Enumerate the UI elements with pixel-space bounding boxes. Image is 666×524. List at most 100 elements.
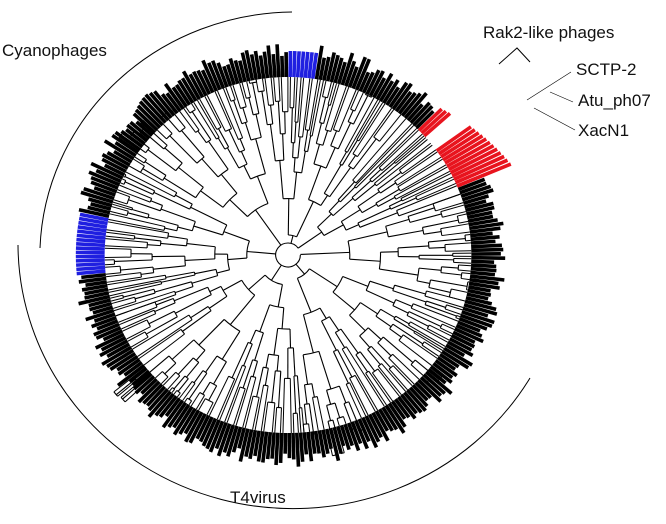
tree-branch — [280, 160, 283, 198]
tree-branch — [209, 386, 217, 401]
tree-branch — [281, 77, 282, 112]
leaf-bar — [301, 52, 303, 78]
tree-branch — [454, 262, 472, 263]
leaf-bar — [76, 264, 105, 265]
tree-branch — [341, 329, 358, 353]
sctp2-leader — [527, 72, 571, 100]
tree-branch — [337, 418, 339, 425]
tree-arc — [269, 105, 274, 106]
tree-branch — [217, 379, 234, 419]
tree-branch — [256, 210, 281, 245]
tree-branch — [297, 376, 300, 408]
tree-arc — [461, 273, 462, 279]
tree-branch — [240, 139, 245, 150]
tree-branch — [407, 315, 429, 326]
tree-arc — [313, 397, 318, 398]
tree-branch — [319, 351, 331, 389]
tree-branch — [457, 315, 460, 316]
tree-branch — [199, 319, 224, 345]
tree-branch — [358, 208, 390, 223]
tree-branch — [226, 88, 231, 102]
tree-branch — [274, 328, 278, 355]
tree-arc — [268, 402, 275, 403]
tree-arc — [394, 162, 395, 163]
tree-arc — [344, 402, 349, 404]
tree-branch — [296, 264, 305, 274]
tree-branch — [145, 162, 166, 176]
leaf-bar — [304, 432, 306, 454]
tree-branch — [417, 281, 430, 284]
tree-branch — [309, 404, 313, 434]
leaf-bar — [76, 248, 105, 249]
tree-arc — [425, 291, 426, 296]
leaf-bar — [76, 240, 105, 242]
tree-branch — [178, 167, 203, 187]
tree-branch — [359, 103, 383, 141]
tree-branch — [223, 280, 242, 290]
tree-arc — [320, 123, 324, 124]
tree-arc — [141, 273, 142, 277]
tree-arc — [242, 280, 255, 295]
atu-label: Atu_ph07 — [578, 92, 651, 109]
tree-branch — [316, 123, 321, 144]
tree-branch — [278, 285, 282, 307]
tree-arc — [394, 196, 396, 199]
tree-arc — [411, 360, 415, 365]
tree-branch — [308, 136, 311, 152]
tree-branch — [126, 327, 150, 340]
tree-branch — [245, 123, 251, 140]
tree-branch — [294, 172, 297, 199]
tree-branch — [192, 276, 218, 284]
tree-branch — [195, 269, 216, 273]
tree-branch — [148, 150, 176, 171]
tree-arc — [162, 371, 168, 376]
tree-branch — [118, 307, 157, 322]
tree-arc — [223, 225, 227, 235]
tree-branch — [312, 80, 323, 136]
leaf-bar — [471, 245, 502, 246]
tree-branch — [379, 269, 418, 275]
tree-branch — [414, 333, 443, 351]
tree-branch — [271, 265, 281, 280]
tree-branch — [266, 354, 269, 368]
leaf-bar — [272, 432, 274, 458]
xacn1-label: XacN1 — [578, 122, 629, 139]
tree-branch — [175, 295, 211, 314]
tree-branch — [201, 191, 224, 208]
tree-branch — [293, 413, 294, 433]
tree-branch — [207, 403, 213, 415]
tree-arc — [309, 200, 321, 206]
tree-arc — [323, 97, 328, 98]
tree-branch — [105, 246, 147, 248]
tree-branch — [260, 305, 270, 332]
tree-branch — [283, 134, 284, 160]
tree-branch — [264, 402, 268, 431]
tree-branch — [299, 408, 301, 433]
tree-arc — [242, 122, 247, 124]
tree-branch — [120, 267, 153, 270]
tree-branch — [174, 376, 185, 389]
tree-branch — [275, 407, 277, 432]
tree-arc — [449, 289, 451, 297]
tree-branch — [141, 273, 154, 275]
tree-branch — [297, 278, 311, 312]
tree-arc — [224, 319, 240, 331]
tree-branch — [303, 315, 313, 353]
tree-branch — [372, 373, 392, 401]
tree-arc — [238, 138, 242, 140]
tree-branch — [168, 236, 187, 239]
tree-branch — [303, 355, 307, 385]
tree-arc — [328, 105, 330, 106]
leaf-bar — [471, 241, 496, 243]
tree-branch — [393, 306, 408, 313]
sctp2-label: SCTP-2 — [576, 61, 636, 78]
tree-arc — [231, 100, 235, 101]
tree-branch — [445, 243, 471, 245]
tree-branch — [317, 397, 324, 430]
tree-arc — [270, 305, 284, 308]
tree-arc — [127, 211, 128, 215]
tree-branch — [350, 383, 366, 416]
tree-branch — [303, 424, 304, 432]
tree-branch — [271, 78, 274, 105]
